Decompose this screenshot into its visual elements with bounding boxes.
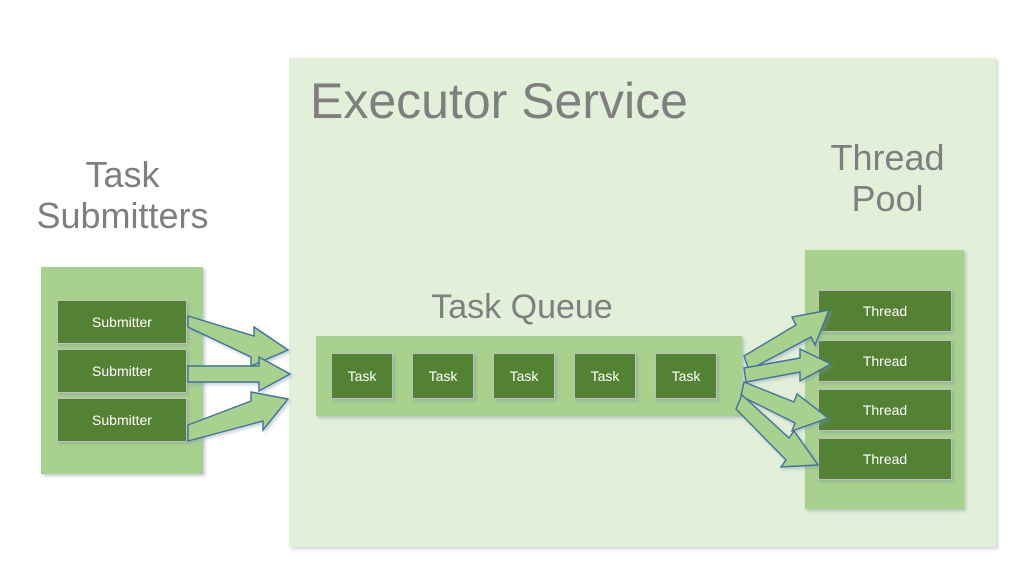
arrow-submitter1-to-queue xyxy=(187,315,290,368)
submitter-box[interactable]: Submitter xyxy=(57,349,187,393)
task-box[interactable]: Task xyxy=(412,353,474,399)
submitter-box[interactable]: Submitter xyxy=(57,300,187,344)
thread-pool-title: Thread Pool xyxy=(800,137,975,219)
task-box[interactable]: Task xyxy=(493,353,555,399)
task-box[interactable]: Task xyxy=(331,353,393,399)
arrow-submitter2-to-queue xyxy=(187,355,292,393)
thread-box[interactable]: Thread xyxy=(818,290,952,332)
thread-pool-title-line1: Thread xyxy=(830,137,945,178)
thread-box[interactable]: Thread xyxy=(818,389,952,431)
task-submitters-title-line1: Task xyxy=(85,154,160,195)
executor-service-title: Executor Service xyxy=(310,73,688,129)
submitter-box[interactable]: Submitter xyxy=(57,398,187,442)
task-box[interactable]: Task xyxy=(655,353,717,399)
task-queue-title: Task Queue xyxy=(431,288,613,326)
thread-box[interactable]: Thread xyxy=(818,340,952,382)
arrow-submitter3-to-queue xyxy=(187,391,290,442)
thread-box[interactable]: Thread xyxy=(818,438,952,480)
task-box[interactable]: Task xyxy=(574,353,636,399)
thread-pool-title-line2: Pool xyxy=(851,177,924,219)
task-submitters-title: Task Submitters xyxy=(10,154,235,236)
task-submitters-title-line2: Submitters xyxy=(36,194,209,236)
